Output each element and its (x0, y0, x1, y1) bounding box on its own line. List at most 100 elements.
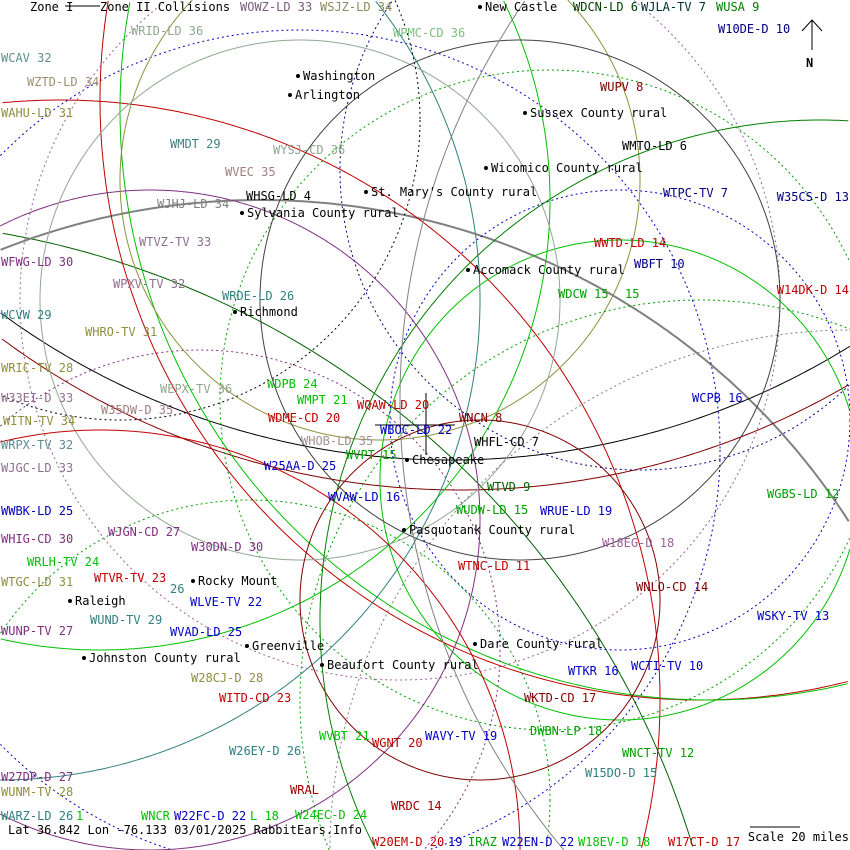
station-label: WTNC-LD 11 (458, 559, 530, 573)
legend-zone1: Zone I (30, 0, 73, 14)
station-label: WNCN 8 (459, 411, 502, 425)
city-label: Raleigh (75, 594, 126, 608)
city-marker-icon (240, 211, 244, 215)
city-marker-icon (296, 74, 300, 78)
coverage-contour (339, 0, 850, 471)
coverage-contour (0, 300, 481, 781)
station-label: WTVR-TV 23 (94, 571, 166, 585)
coverage-contour (641, 700, 661, 848)
city-marker-icon (233, 310, 237, 314)
station-label: WVPT 15 (346, 448, 397, 462)
city-marker-icon (473, 642, 477, 646)
station-label: W35DW-D 35 (101, 403, 173, 417)
city-label: Accomack County rural (473, 263, 625, 277)
city-marker-icon (288, 93, 292, 97)
station-label: WTGC-LD 31 (1, 575, 73, 589)
station-label: 19 (448, 835, 462, 849)
station-label: WRID-LD 36 (131, 24, 203, 38)
station-label: WBFT 10 (634, 257, 685, 271)
station-label: WRAL (290, 783, 319, 797)
station-label: WYSJ-CD 36 (273, 143, 345, 157)
station-label: W22EN-D 22 (502, 835, 574, 849)
city-label: Chesapeake (412, 453, 484, 467)
station-label: WLVE-TV 22 (190, 595, 262, 609)
station-label: WMPT 21 (297, 393, 348, 407)
station-label: W17CT-D 17 (668, 835, 740, 849)
station-label: WHFL-CD 7 (474, 435, 539, 449)
station-label: WOWZ-LD 33 (240, 0, 312, 14)
station-label: WRDE-LD 26 (222, 289, 294, 303)
station-label: WTPC-TV 7 (663, 186, 728, 200)
city-label: Washington (303, 69, 375, 83)
station-label: WBOC-LD 22 (380, 423, 452, 437)
city-marker-icon (82, 656, 86, 660)
station-label: WEPX-TV 36 (160, 382, 232, 396)
coverage-contour (119, 2, 848, 701)
station-label: W30DN-D 30 (191, 540, 263, 554)
station-label: WGBS-LD 12 (767, 487, 839, 501)
station-label: WAHU-LD 31 (1, 106, 73, 120)
station-label: WDME-CD 20 (268, 411, 340, 425)
coverage-contour (0, 744, 171, 850)
station-label: W26EY-D 26 (229, 744, 301, 758)
scale-label: Scale 20 miles (748, 830, 849, 844)
city-label: Richmond (240, 305, 298, 319)
station-label: WPMC-CD 36 (393, 26, 465, 40)
coverage-contour (39, 39, 561, 561)
station-label: 15 (625, 287, 639, 301)
coverage-contour (399, 0, 565, 850)
station-label: W14DK-D 14 (777, 283, 849, 297)
station-label: WARZ-LD 26 (1, 809, 73, 823)
station-label: W25AA-D 25 (264, 459, 336, 473)
city-label: Wicomico County rural (491, 161, 643, 175)
station-label: WJGN-CD 27 (108, 525, 180, 539)
station-label: WSJZ-LD 34 (320, 0, 392, 14)
station-label: WUNP-TV 27 (1, 624, 73, 638)
city-marker-icon (320, 663, 324, 667)
coverage-contour (503, 0, 551, 200)
station-label: WRDC 14 (391, 799, 442, 813)
station-label: WHSG-LD 4 (246, 189, 311, 203)
station-label: W10DE-D 10 (718, 22, 790, 36)
station-label: WZTD-LD 34 (27, 75, 99, 89)
station-label: WSKY-TV 13 (757, 609, 829, 623)
station-label: W24EC-D 24 (295, 808, 367, 822)
station-label: WHIG-CD 30 (1, 532, 73, 546)
coverage-contour (375, 0, 481, 300)
station-label: IRAZ (468, 835, 497, 849)
station-label: WTVD 9 (487, 480, 530, 494)
station-label: WHOB-LD 35 (301, 434, 373, 448)
station-label: WWTD-LD 14 (594, 236, 666, 250)
station-label: WHRO-TV 31 (85, 325, 157, 339)
city-label: Arlington (295, 88, 360, 102)
coverage-contour (1, 338, 849, 491)
station-label: WAVY-TV 19 (425, 729, 497, 743)
station-label: WPXV-TV 32 (113, 277, 185, 291)
city-label: Pasquotank County rural (409, 523, 575, 537)
coverage-contour (0, 189, 481, 520)
station-label: WCTI-TV 10 (631, 659, 703, 673)
station-label: WCPB 16 (692, 391, 743, 405)
station-label: WRUE-LD 19 (540, 504, 612, 518)
north-arrow-icon (801, 19, 823, 50)
coverage-contour (119, 0, 641, 441)
station-label: W33EI-D 33 (1, 391, 73, 405)
station-label: W28CJ-D 28 (191, 671, 263, 685)
station-label: WJHJ-LD 34 (157, 197, 229, 211)
station-label: W20EM-D 20 (372, 835, 444, 849)
station-label: 26 (170, 582, 184, 596)
city-label: Sussex County rural (530, 106, 667, 120)
coverage-contour (0, 520, 481, 850)
coverage-contour (2, 99, 661, 700)
city-marker-icon (478, 5, 482, 9)
coverage-contour (0, 120, 421, 421)
station-label: WFWG-LD 30 (1, 255, 73, 269)
station-label: WRIC-TV 28 (1, 361, 73, 375)
station-label: W35CS-D 13 (777, 190, 849, 204)
station-label: WQAW-LD 20 (357, 398, 429, 412)
city-marker-icon (484, 166, 488, 170)
station-label: WMDT 29 (170, 137, 221, 151)
station-label: L 18 (250, 809, 279, 823)
city-label: Greenville (252, 639, 324, 653)
